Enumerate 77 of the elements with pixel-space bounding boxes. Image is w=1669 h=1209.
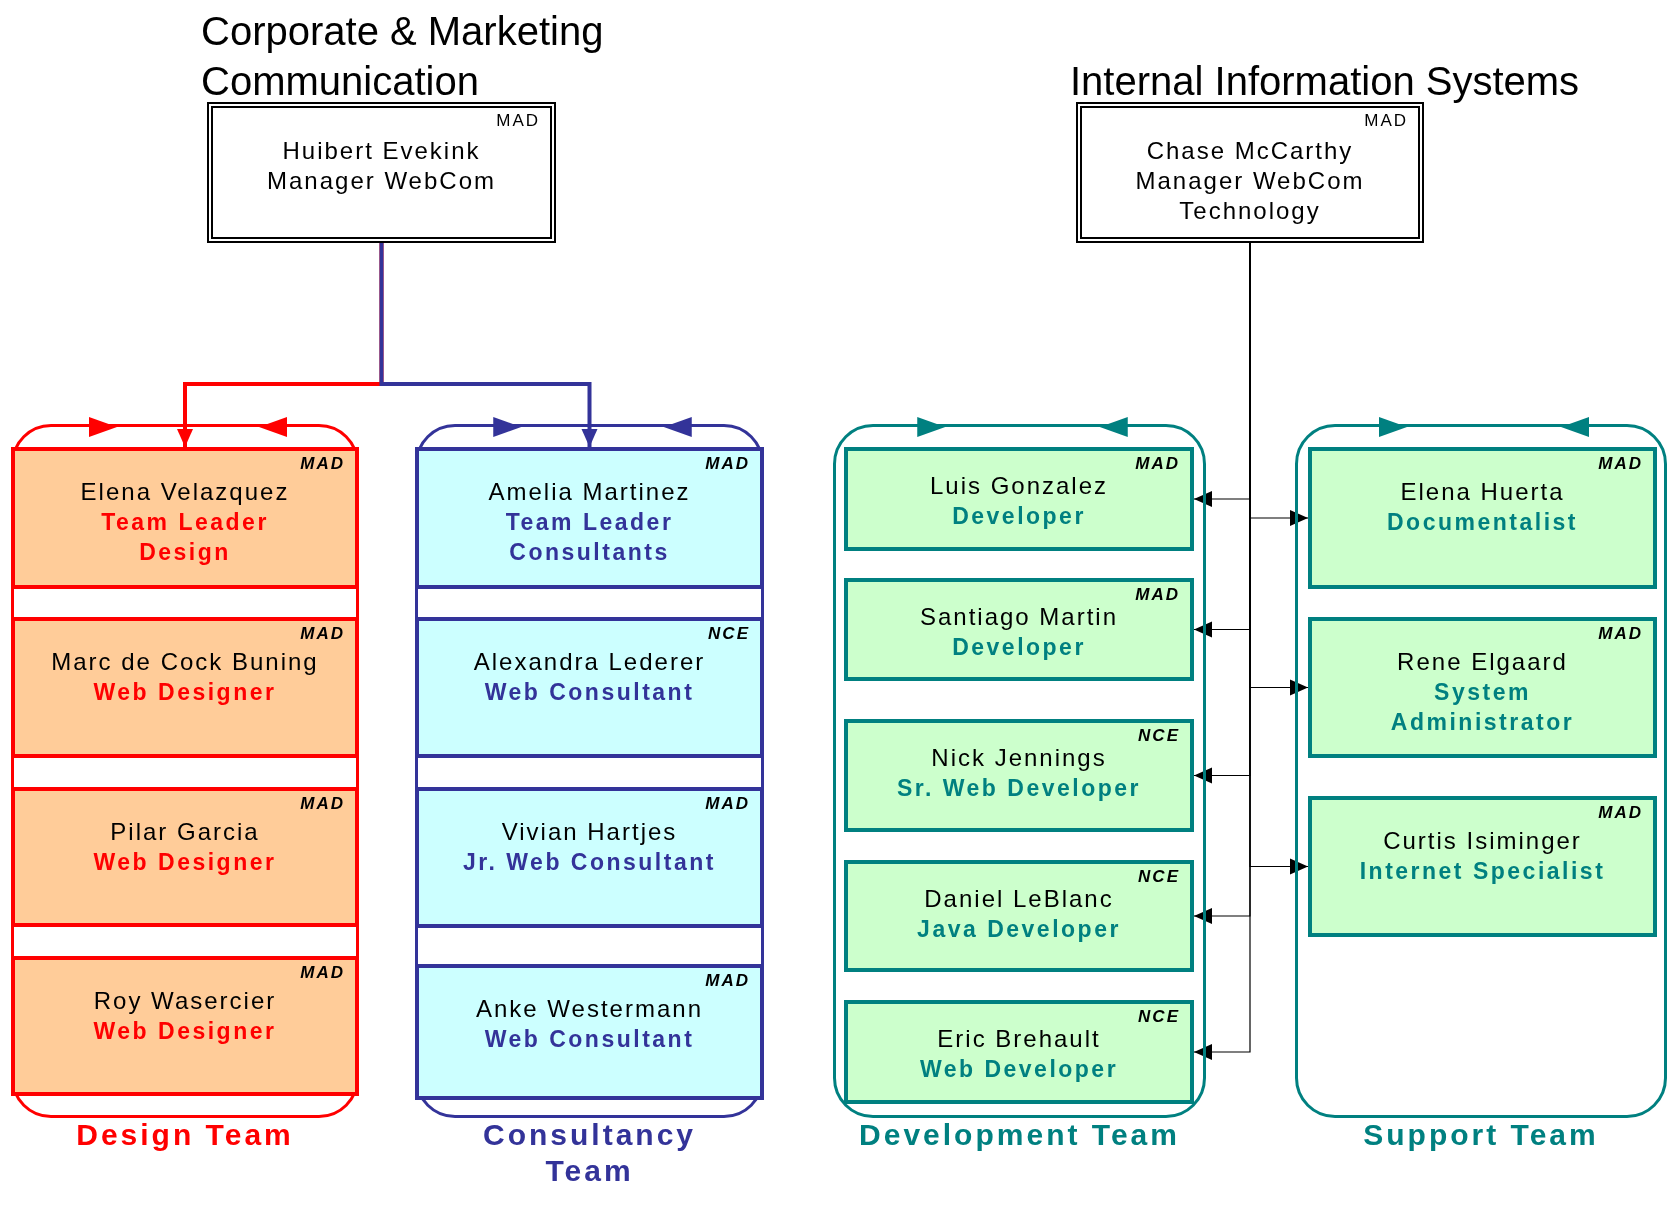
location-code: MAD [705,454,750,474]
job-title: Team Leader Design [100,508,270,567]
person-name: Daniel LeBlanc [923,884,1115,914]
location-code: MAD [705,794,750,814]
staff-box [415,787,764,928]
staff-box [844,1000,1194,1104]
person-name: Rene Elgaard [1396,647,1569,677]
staff-box [415,447,764,589]
job-title: Developer [951,502,1087,531]
person-name: Elena Velazquez [79,477,291,507]
person-name: Elena Huerta [1399,477,1566,507]
person-name: Vivian Hartjes [500,817,679,847]
person-name: Alexandra Lederer [472,647,707,677]
location-code: MAD [1598,624,1643,644]
staff-box [11,956,359,1096]
location-code: MAD [300,794,345,814]
staff-box [415,964,764,1100]
staff-box [11,447,359,589]
person-name: Marc de Cock Buning [50,647,320,677]
person-name: Roy Wasercier [92,986,278,1016]
person-name: Curtis Isiminger [1382,826,1583,856]
person-name: Amelia Martinez [487,477,692,507]
department-heading: Corporate & Marketing Communication [201,8,605,105]
location-code: NCE [708,624,750,644]
location-code: NCE [1138,1007,1180,1027]
staff-box [415,617,764,758]
person-name: Huibert Evekink [281,136,482,166]
department-heading: Internal Information Systems [1070,58,1581,105]
location-code: MAD [1598,803,1643,823]
staff-box [1308,447,1657,589]
location-code: MAD [300,454,345,474]
staff-box [11,617,359,758]
location-code: NCE [1138,867,1180,887]
team-name: Design Team [75,1117,295,1153]
location-code: MAD [705,971,750,991]
staff-box [844,447,1194,551]
person-name: Santiago Martin [918,602,1120,632]
job-title: Developer [951,633,1087,662]
staff-box [844,860,1194,972]
job-title: Web Designer [92,678,278,707]
job-title: Web Consultant [483,678,696,707]
job-title: Web Consultant [483,1025,696,1054]
person-name: Anke Westermann [475,994,704,1024]
team-name: Consultancy Team [482,1117,697,1189]
person-name: Luis Gonzalez [928,471,1110,501]
job-title: Jr. Web Consultant [462,848,717,877]
staff-box [1308,617,1657,758]
staff-box [844,578,1194,681]
staff-box [11,787,359,927]
job-title: Java Developer [916,915,1122,944]
job-title: Web Designer [92,848,278,877]
job-title: Sr. Web Developer [895,774,1142,803]
job-title: System Administrator [1389,678,1576,737]
job-title: Internet Specialist [1358,857,1607,886]
person-name: Pilar Garcia [109,817,261,847]
location-code: MAD [1135,585,1180,605]
person-name: Chase McCarthy [1145,136,1355,166]
person-name: Nick Jennings [930,743,1108,773]
job-title: Web Developer [918,1055,1120,1084]
arrow [379,243,598,447]
location-code: MAD [1364,111,1408,131]
job-title: Web Designer [92,1017,278,1046]
staff-box [1308,796,1657,937]
team-name: Support Team [1362,1117,1600,1153]
job-title: Documentalist [1386,508,1579,537]
staff-box [844,719,1194,832]
location-code: MAD [300,624,345,644]
job-title: Team Leader Consultants [504,508,675,567]
location-code: MAD [1135,454,1180,474]
location-code: MAD [496,111,540,131]
location-code: MAD [300,963,345,983]
team-name: Development Team [858,1117,1181,1153]
location-code: NCE [1138,726,1180,746]
job-title: Manager WebCom [266,166,497,196]
location-code: MAD [1598,454,1643,474]
job-title: Manager WebCom Technology [1134,166,1366,226]
person-name: Eric Brehault [936,1024,1102,1054]
